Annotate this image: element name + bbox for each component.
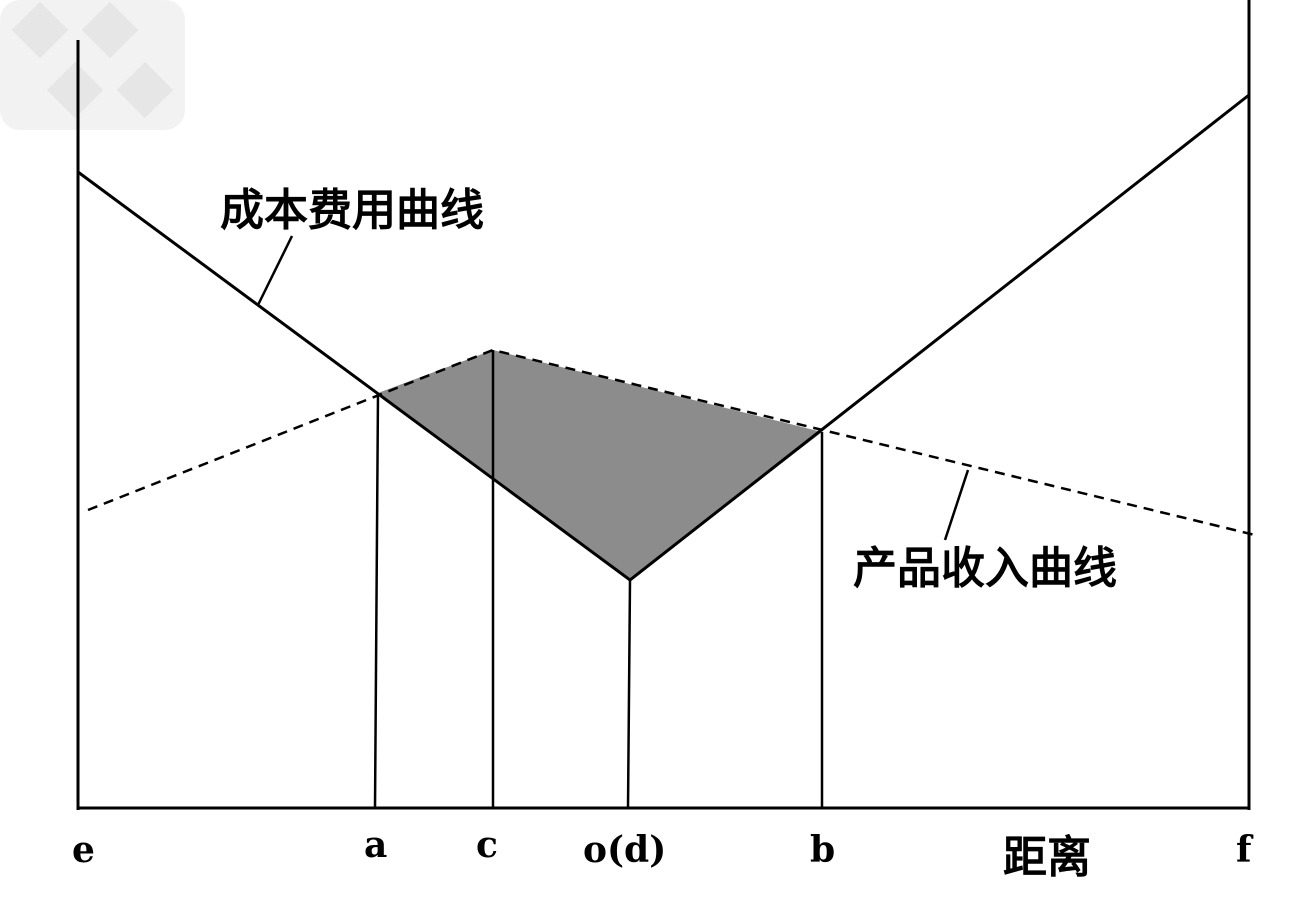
cost-curve-label: 成本费用曲线 [220, 185, 484, 236]
point-label-a: a [364, 824, 387, 866]
vertical-o [626, 579, 632, 809]
point-label-e: e [72, 829, 95, 871]
point-label-b: b [810, 829, 835, 871]
revenue-curve-label: 产品收入曲线 [853, 543, 1117, 594]
axis-label-distance: 距离 [1003, 832, 1091, 883]
profit-region [378, 350, 822, 580]
revenue-curve [87, 348, 1256, 537]
watermark [0, 0, 185, 130]
point-label-o-d: o(d) [583, 829, 666, 871]
cost-label-leader [256, 235, 294, 306]
point-label-c: c [476, 824, 498, 866]
point-label-f: f [1236, 829, 1254, 871]
vertical-a [373, 392, 380, 809]
revenue-label-leader [943, 469, 970, 541]
